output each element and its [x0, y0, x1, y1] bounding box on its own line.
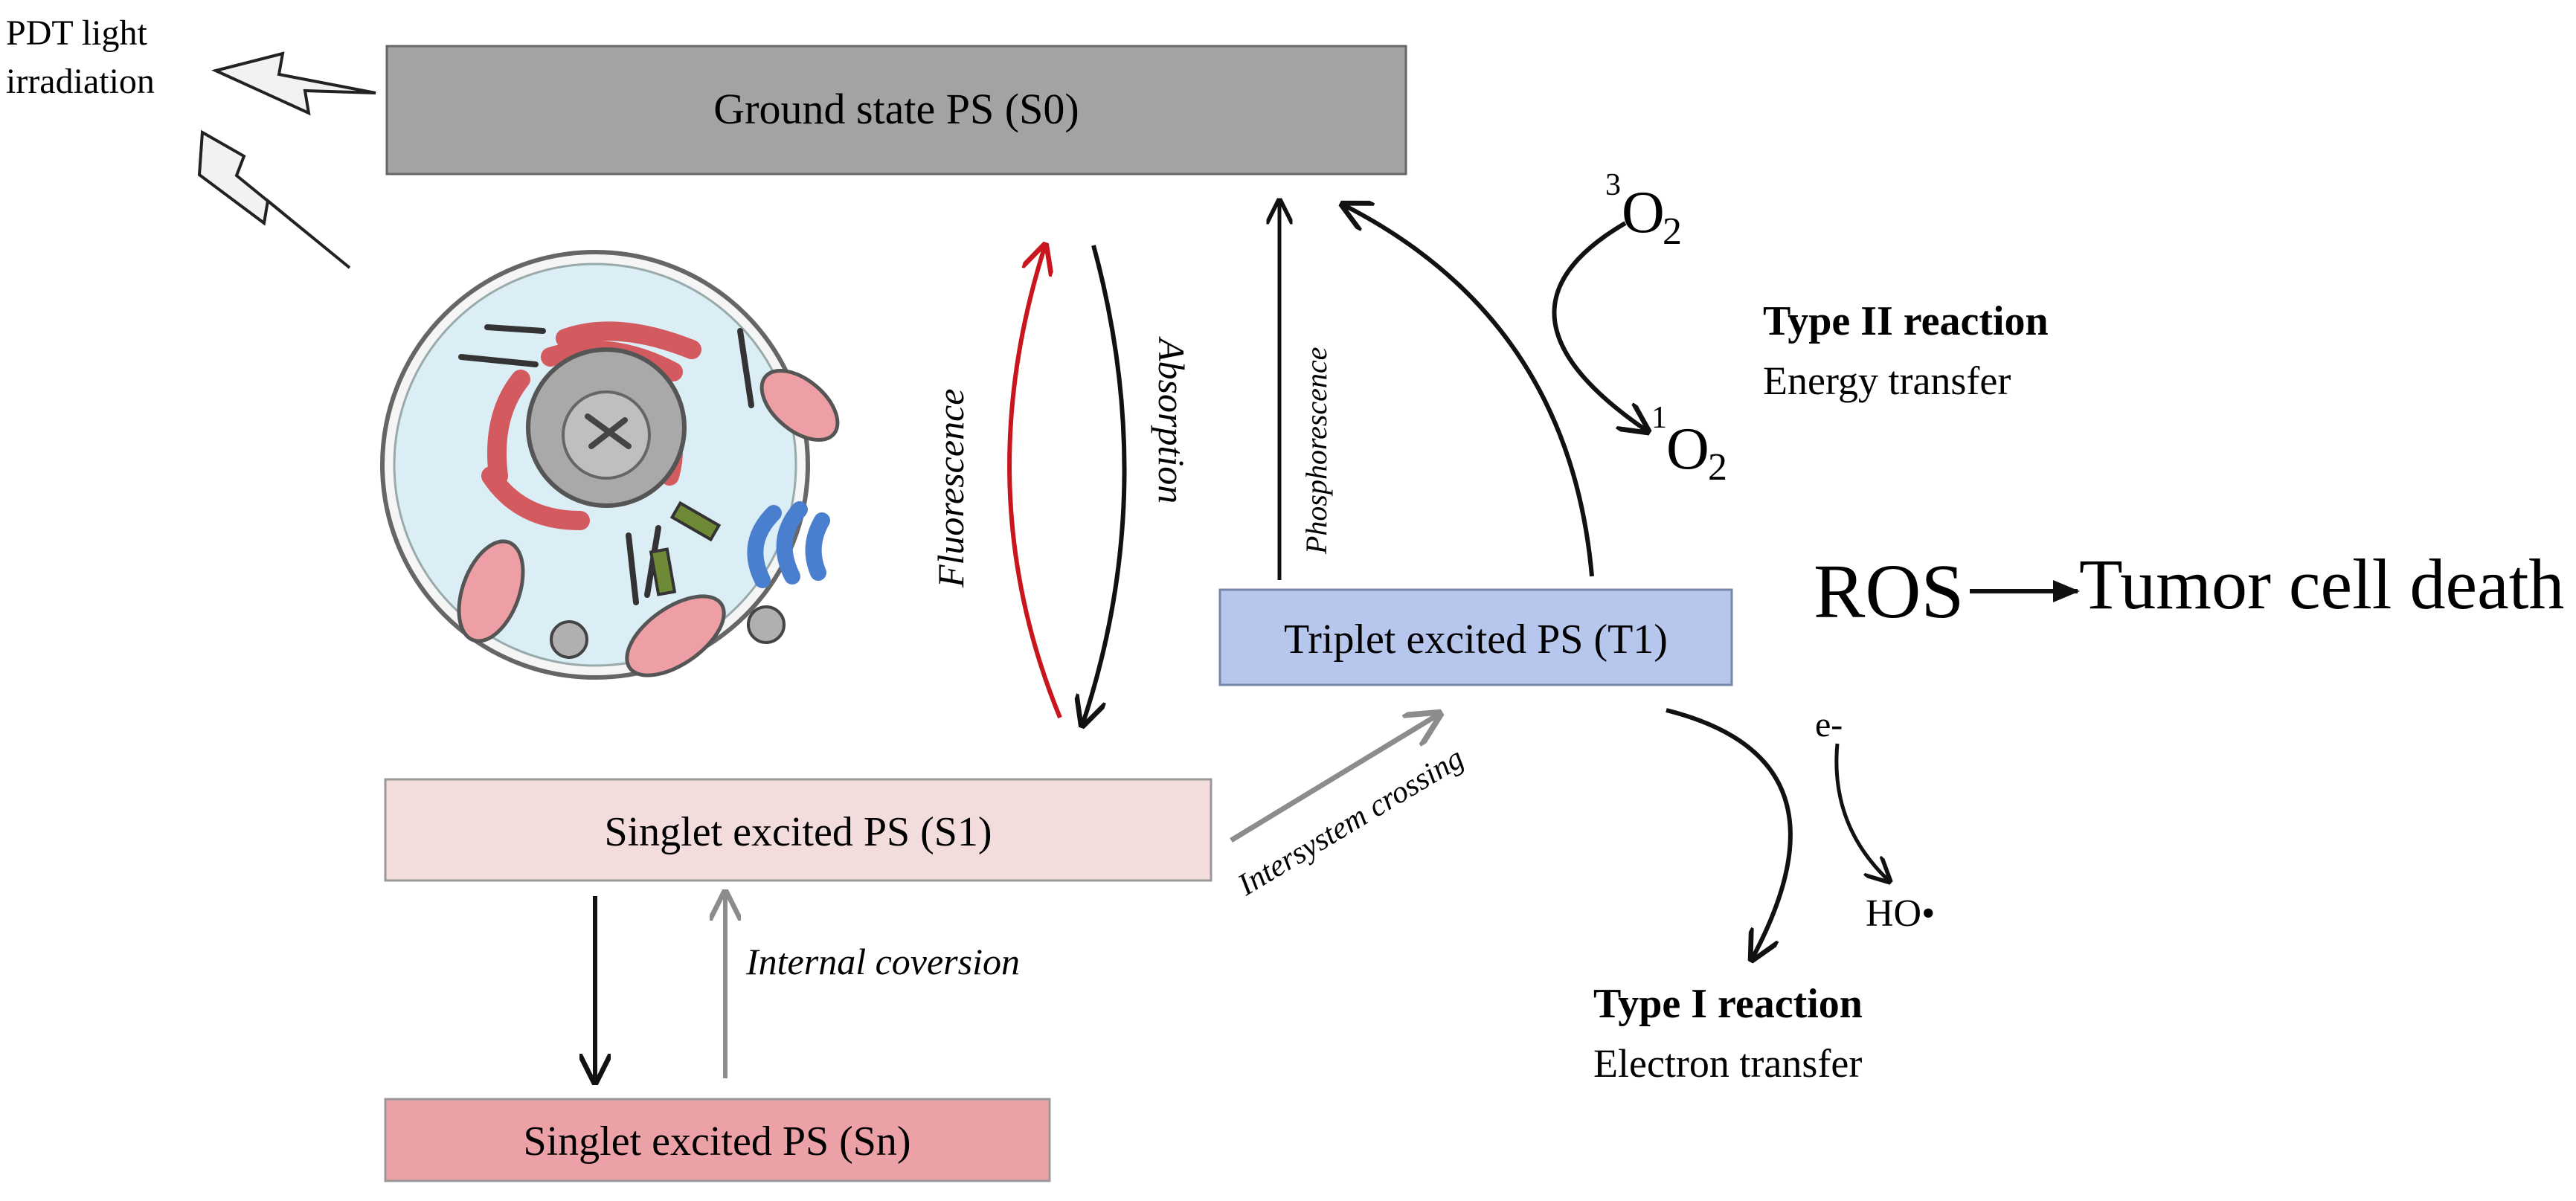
svg-text:O: O: [1666, 416, 1709, 482]
electron-transfer-arrow: [1666, 708, 1793, 959]
svg-text:O: O: [1622, 180, 1665, 245]
svg-text:3: 3: [1605, 168, 1621, 202]
singlet-sn-label: Singlet excited PS (Sn): [523, 1118, 910, 1165]
intersystem-crossing-arrow: [1230, 714, 1439, 843]
fluorescence-label: Fluorescence: [930, 389, 971, 588]
type2-subtitle: Energy transfer: [1763, 358, 2011, 403]
type2-title: Type II reaction: [1763, 298, 2049, 344]
fluorescence-arrow: [1007, 245, 1062, 719]
svg-text:2: 2: [1708, 446, 1727, 489]
electron-label: e-: [1815, 705, 1843, 744]
ros-label: ROS: [1814, 549, 1964, 634]
svg-text:2: 2: [1663, 210, 1682, 253]
t1-to-s0-arrow: [1343, 205, 1594, 577]
ground-state-label: Ground state PS (S0): [713, 85, 1079, 133]
singlet-oxygen: 1 O 2: [1651, 401, 1727, 489]
ground-state-box: Ground state PS (S0): [385, 45, 1407, 176]
phosphorescence-label: Phosphorescence: [1300, 347, 1333, 555]
hydroxyl-label: HO•: [1866, 892, 1935, 935]
tumor-cell-death-label: Tumor cell death: [2079, 544, 2564, 624]
light-label-line2: irradiation: [6, 62, 155, 101]
svg-text:1: 1: [1651, 401, 1667, 435]
triplet-state-label: Triplet excited PS (T1): [1284, 616, 1668, 663]
singlet-sn-box: Singlet excited PS (Sn): [384, 1098, 1051, 1182]
hydroxyl-arrow: [1834, 743, 1889, 881]
type1-subtitle: Electron transfer: [1593, 1041, 1862, 1086]
absorption-arrow: [1082, 245, 1127, 725]
absorption-label: Absorption: [1151, 336, 1192, 503]
type1-title: Type I reaction: [1593, 981, 1863, 1027]
triplet-state-box: Triplet excited PS (T1): [1218, 588, 1733, 686]
internal-conversion-label: Internal coversion: [745, 941, 1020, 982]
lightning-icon: [197, 51, 376, 269]
light-label-line1: PDT light: [6, 13, 147, 53]
energy-transfer-arrow: [1552, 221, 1648, 431]
triplet-oxygen: 3 O 2: [1605, 168, 1682, 253]
singlet-s1-box: Singlet excited PS (S1): [384, 778, 1212, 882]
cell-illustration: [380, 250, 840, 680]
singlet-s1-label: Singlet excited PS (S1): [604, 809, 992, 855]
